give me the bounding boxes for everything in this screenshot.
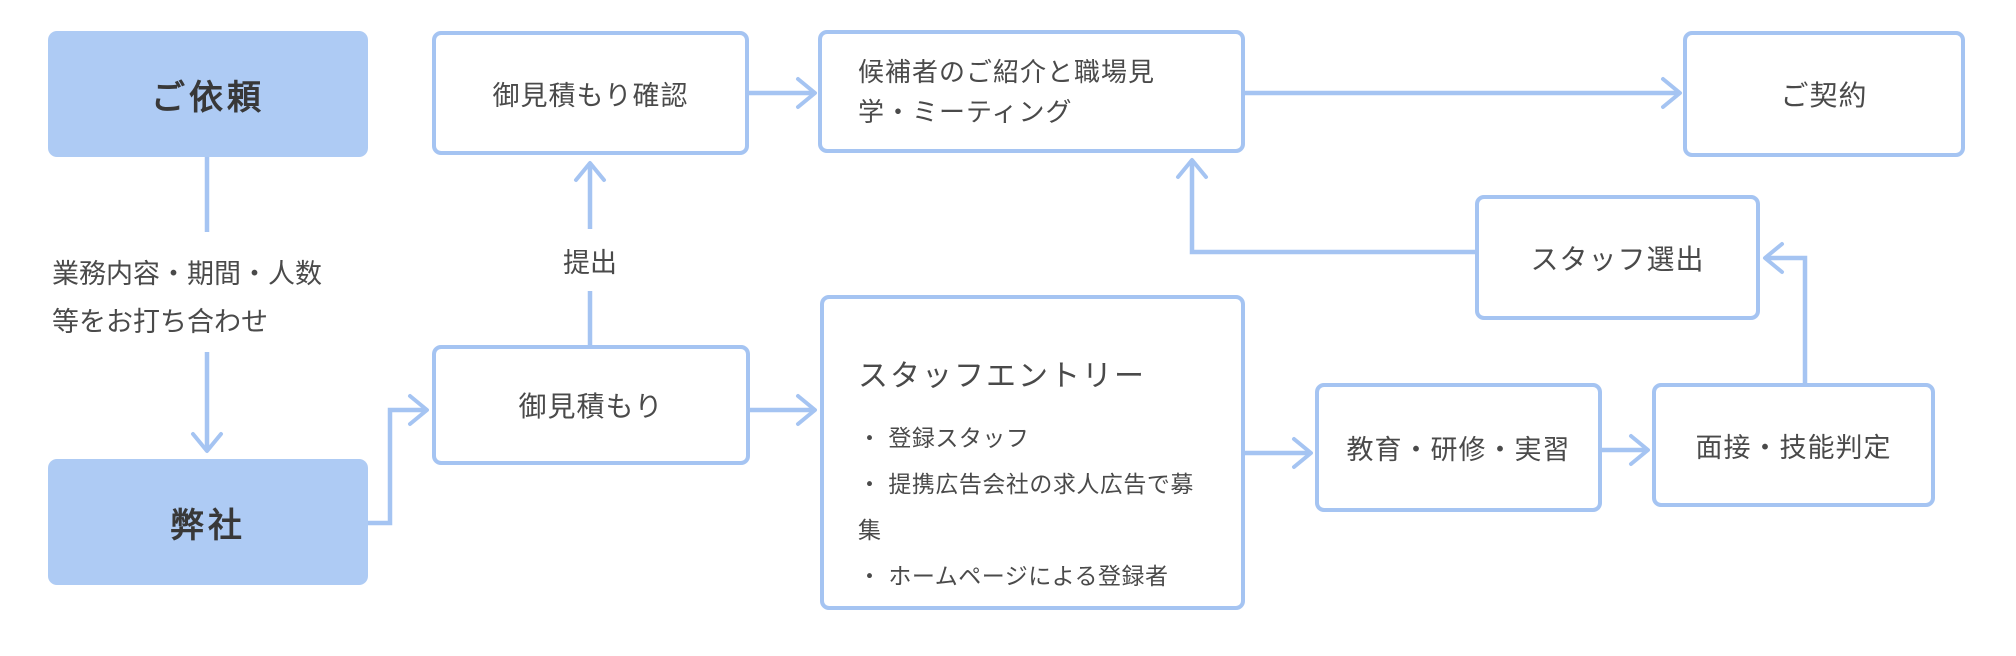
node-quote-label: 御見積もり	[518, 391, 664, 422]
node-quote-confirm: 御見積もり確認	[432, 31, 749, 155]
node-staff-selection: スタッフ選出	[1475, 195, 1760, 320]
node-staff-entry: スタッフエントリー ・ 登録スタッフ ・ 提携広告会社の求人広告で募集 ・ ホー…	[820, 295, 1245, 610]
connector-company-to-quote	[368, 394, 429, 526]
node-candidate-intro-label: 候補者のご紹介と職場見学・ミーティング	[858, 56, 1156, 127]
staff-entry-bullet: ・ 提携広告会社の求人広告で募集	[858, 471, 1194, 543]
edge-label-meeting-note: 業務内容・期間・人数 等をお打ち合わせ	[52, 250, 322, 346]
node-quote: 御見積もり	[432, 345, 750, 465]
node-request-label: ご依頼	[151, 78, 265, 117]
staff-entry-bullet: ・ 登録スタッフ	[858, 425, 1030, 451]
edge-label-submit: 提出	[563, 248, 617, 278]
connector-staff-selection-to-candidate	[1176, 158, 1475, 255]
edge-label-meeting-note-line1: 業務内容・期間・人数	[52, 259, 322, 289]
node-quote-confirm-label: 御見積もり確認	[492, 80, 689, 111]
staff-entry-bullet-list: ・ 登録スタッフ ・ 提携広告会社の求人広告で募集 ・ ホームページによる登録者	[858, 415, 1207, 599]
node-training-label: 教育・研修・実習	[1346, 435, 1571, 465]
node-contract: ご契約	[1683, 31, 1965, 157]
node-interview-label: 面接・技能判定	[1695, 432, 1892, 463]
node-interview: 面接・技能判定	[1652, 383, 1935, 507]
node-company: 弊社	[48, 459, 368, 585]
node-contract-label: ご契約	[1780, 80, 1868, 111]
node-training: 教育・研修・実習	[1315, 383, 1602, 512]
node-request: ご依頼	[48, 31, 368, 157]
node-candidate-intro: 候補者のご紹介と職場見学・ミーティング	[818, 30, 1245, 153]
staff-entry-bullet: ・ ホームページによる登録者	[858, 563, 1169, 589]
connector-interview-to-staff-selection	[1763, 242, 1808, 383]
node-company-label: 弊社	[170, 506, 246, 545]
edge-label-meeting-note-line2: 等をお打ち合わせ	[52, 307, 268, 337]
node-staff-selection-label: スタッフ選出	[1530, 243, 1705, 275]
staff-entry-title: スタッフエントリー	[858, 360, 1146, 393]
